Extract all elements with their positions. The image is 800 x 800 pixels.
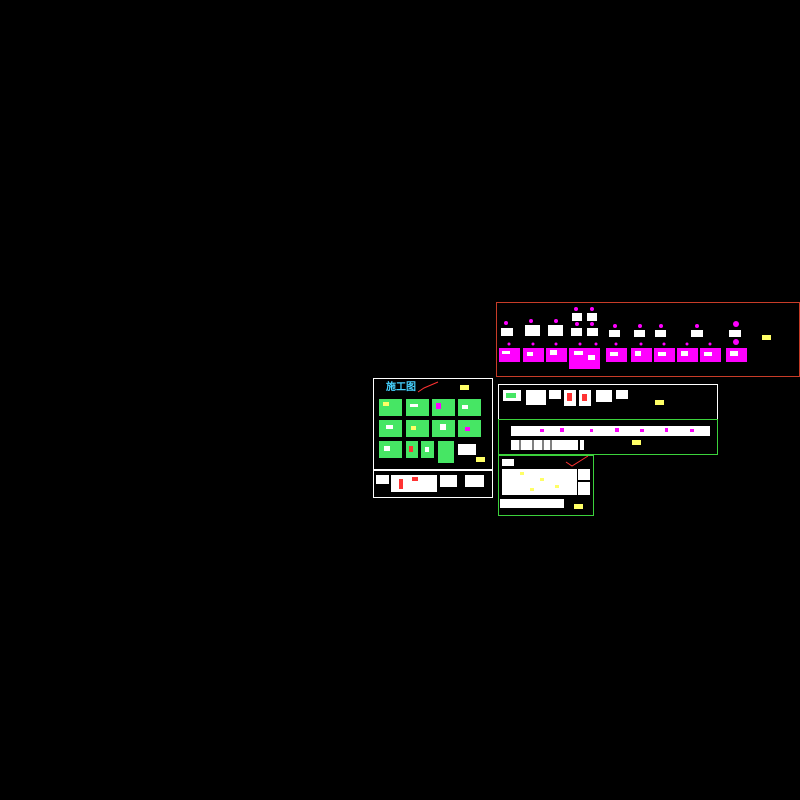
red-group-sheets-bottom	[499, 342, 747, 369]
construction-group-title: 施工图	[386, 382, 416, 393]
magenta-marker-icon	[659, 324, 663, 328]
magenta-marker-icon	[574, 307, 578, 311]
red-group-sheets-top	[501, 307, 741, 345]
yellow-stamp-icon	[762, 335, 771, 340]
red-check-icon	[417, 381, 439, 393]
sheet-thumbnail	[406, 420, 429, 437]
magenta-marker-icon	[695, 324, 699, 328]
sheet-thumbnail	[406, 399, 429, 416]
magenta-marker-icon	[575, 322, 579, 326]
red-check-icon-lower	[565, 455, 589, 467]
yellow-stamp-icon	[460, 385, 469, 390]
green-group-sheets	[511, 426, 710, 450]
magenta-marker-icon	[504, 321, 508, 325]
magenta-marker-icon	[613, 324, 617, 328]
sheet-thumbnail	[458, 399, 481, 416]
magenta-marker-icon	[638, 324, 642, 328]
construction-subgroup-sheets	[376, 475, 484, 492]
yellow-stamp-icon	[574, 504, 583, 509]
sheet-thumbnail	[465, 475, 484, 487]
green-drawing-group-frame[interactable]	[498, 419, 718, 455]
sheet-thumbnail	[438, 441, 454, 463]
green-drawing-group-frame-lower[interactable]	[498, 455, 594, 516]
magenta-marker-icon	[590, 322, 594, 326]
construction-drawing-group-frame[interactable]	[373, 378, 493, 470]
sheet-thumbnail	[440, 475, 457, 487]
magenta-marker-icon	[733, 321, 739, 327]
magenta-marker-icon	[590, 307, 594, 311]
construction-sheets	[379, 399, 481, 463]
sheet-thumbnail	[432, 399, 455, 416]
lower-green-group-sheets	[500, 459, 590, 508]
magenta-marker-icon	[554, 319, 558, 323]
magenta-marker-icon	[733, 339, 739, 345]
yellow-stamp-icon	[632, 440, 641, 445]
sheet-thumbnail	[376, 475, 389, 484]
sheet-thumbnail	[379, 399, 402, 416]
sheet-thumbnail	[458, 444, 476, 455]
magenta-marker-icon	[529, 319, 533, 323]
yellow-stamp-icon	[476, 457, 485, 462]
construction-drawing-subgroup-frame[interactable]	[373, 470, 493, 498]
sheet-thumbnail	[379, 441, 402, 458]
yellow-stamp-icon	[655, 400, 664, 405]
white-upper-group-sheets	[503, 390, 628, 406]
